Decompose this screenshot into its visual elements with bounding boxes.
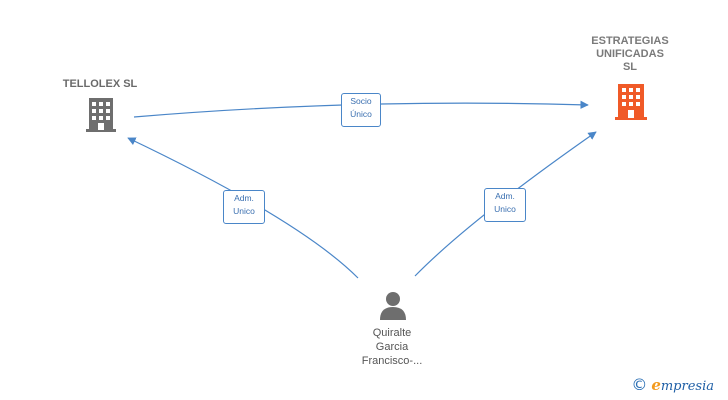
person-icon[interactable]	[378, 290, 408, 320]
edge-label-adm-unico-left[interactable]: Adm. Unico	[223, 190, 265, 224]
brand-name: empresia	[651, 376, 714, 394]
label-line: Francisco-...	[361, 355, 423, 367]
edge-label-socio-unico[interactable]: Socio Único	[341, 93, 381, 127]
brand-initial: e	[651, 375, 661, 394]
label-line: Garcia	[375, 341, 409, 353]
label-line: UNIFICADAS	[596, 48, 664, 60]
copyright-icon: ©	[631, 375, 648, 394]
brand-rest: mpresia	[660, 378, 714, 394]
brand-watermark: © empresia	[631, 375, 714, 394]
label-line: ESTRATEGIAS	[591, 35, 669, 47]
edge-label-adm-unico-right[interactable]: Adm. Unico	[484, 188, 526, 222]
person-label[interactable]: Quiralte Garcia Francisco-...	[340, 326, 444, 368]
label-line: Quiralte	[372, 327, 412, 339]
label-line: Unico	[494, 204, 516, 214]
label-line: Unico	[233, 206, 255, 216]
label-line: Adm.	[234, 193, 254, 203]
label-line: Adm.	[495, 191, 515, 201]
label-line: Único	[350, 109, 372, 119]
edge-adm-unico-left	[127, 137, 359, 279]
company-label-tellolex[interactable]: TELLOLEX SL	[62, 78, 138, 90]
building-icon[interactable]	[86, 98, 116, 132]
company-label-estrategias[interactable]: ESTRATEGIAS UNIFICADAS SL	[570, 35, 690, 74]
label-line: SL	[622, 61, 638, 73]
label-line: Socio	[350, 96, 372, 106]
building-icon[interactable]	[615, 84, 647, 120]
